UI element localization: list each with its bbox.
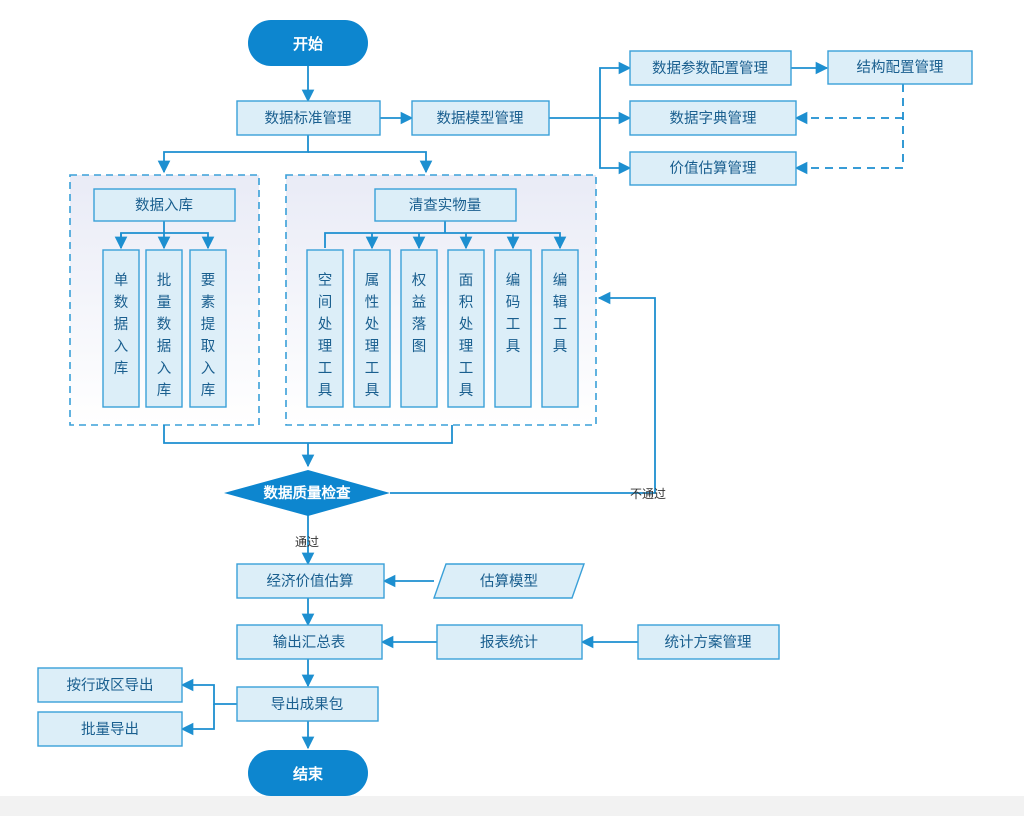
- batch-export-label: 批量导出: [81, 721, 139, 738]
- verify-tool-code: [494, 249, 532, 408]
- verify-tool-area: [447, 249, 485, 408]
- import-tool-label-1: 批量数据入库: [157, 272, 172, 399]
- struct-cfg-box: [827, 50, 973, 85]
- verify-tool-label-5: 编辑工具: [553, 272, 568, 355]
- struct-cfg-label: 结构配置管理: [857, 59, 944, 76]
- import-tool-label-2: 要素提取入库: [201, 273, 216, 399]
- import-tool-labels: 单数据入库 批量数据入库 要素提取入库: [114, 272, 216, 399]
- connectors: [114, 61, 904, 750]
- param-cfg-box: [629, 50, 792, 86]
- export-by-region-label: 按行政区导出: [67, 677, 154, 694]
- model-mgmt-label: 数据模型管理: [437, 110, 524, 127]
- bottom-band: [0, 796, 1024, 816]
- est-model-label: 估算模型: [480, 573, 538, 590]
- verify-tool-label-0: 空间处理工具: [318, 272, 333, 399]
- value-est-mgmt-box: [629, 151, 797, 186]
- verify-tool-label-3: 面积处理工具: [459, 273, 474, 399]
- verify-tool-label-1: 属性处理工具: [365, 273, 380, 399]
- end-terminal: [248, 750, 368, 796]
- verify-tool-rights: [400, 249, 438, 408]
- stat-plan-mgmt-box: [637, 624, 780, 660]
- std-mgmt-label: 数据标准管理: [265, 110, 352, 127]
- value-est-mgmt-label: 价值估算管理: [670, 160, 757, 177]
- est-model-parallelogram: [433, 563, 585, 599]
- verify-objects-label: 清查实物量: [409, 197, 482, 214]
- pass-label: 通过: [295, 535, 319, 549]
- report-stats-label: 报表统计: [480, 634, 538, 651]
- stat-plan-mgmt-label: 统计方案管理: [665, 633, 752, 651]
- std-mgmt-box: [236, 100, 381, 136]
- start-label: 开始: [293, 35, 323, 53]
- import-tool-batch: [145, 249, 183, 408]
- export-package-label: 导出成果包: [271, 696, 344, 713]
- quality-check-diamond: [224, 470, 390, 516]
- start-terminal: [248, 20, 368, 66]
- data-import-label: 数据入库: [135, 197, 193, 214]
- output-summary-label: 输出汇总表: [273, 634, 346, 651]
- quality-check-label: 数据质量检查: [264, 484, 351, 502]
- model-mgmt-box: [411, 100, 550, 136]
- verify-tool-label-4: 编码工具: [506, 272, 521, 355]
- dict-mgmt-label: 数据字典管理: [670, 110, 757, 127]
- verify-tool-attribute: [353, 249, 391, 408]
- output-summary-box: [236, 624, 383, 660]
- verify-objects-box: [374, 188, 517, 222]
- data-import-box: [93, 188, 236, 222]
- verify-tool-labels: 空间处理工具 属性处理工具 权益落图 面积处理工具 编码工具 编辑工具: [318, 272, 568, 399]
- import-tool-feature: [189, 249, 227, 408]
- report-stats-box: [436, 624, 583, 660]
- import-tool-single: [102, 249, 140, 408]
- verify-tool-label-2: 权益落图: [412, 272, 427, 355]
- dict-mgmt-box: [629, 100, 797, 136]
- verify-tool-spatial: [306, 249, 344, 408]
- end-label: 结束: [293, 765, 324, 783]
- fail-label: 不通过: [630, 487, 666, 501]
- batch-export-box: [37, 711, 183, 747]
- econ-value-est-box: [236, 563, 385, 599]
- export-by-region-box: [37, 667, 183, 703]
- export-package-box: [236, 686, 379, 722]
- verify-tool-edit: [541, 249, 579, 408]
- import-tool-label-0: 单数据入库: [114, 272, 129, 377]
- econ-value-est-label: 经济价值估算: [267, 573, 354, 590]
- param-cfg-label: 数据参数配置管理: [652, 60, 768, 77]
